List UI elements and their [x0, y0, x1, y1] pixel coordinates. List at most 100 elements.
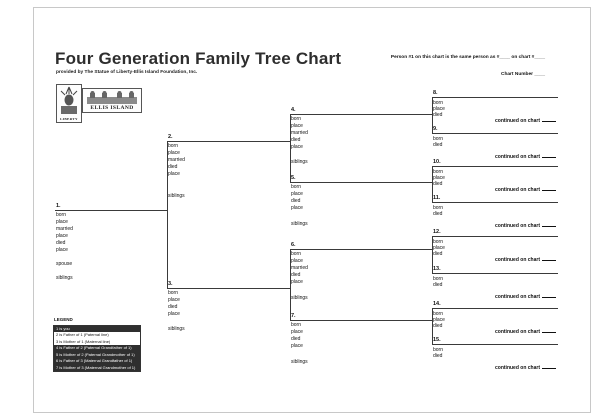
- blank-line: [542, 293, 556, 298]
- person-number: 9.: [433, 126, 438, 132]
- field-label: place: [291, 329, 303, 335]
- field-label: place: [291, 191, 303, 197]
- field-label: married: [291, 265, 308, 271]
- liberty-logo: LIBERTY: [56, 84, 82, 123]
- blank-line: [542, 364, 556, 369]
- field-label: born: [433, 100, 444, 106]
- field-label: died: [291, 336, 301, 342]
- ellis-island-building-icon: [87, 91, 137, 104]
- blank-line: [542, 153, 556, 158]
- extra-label: siblings: [291, 295, 308, 301]
- continued-label: continued on chart: [495, 187, 540, 193]
- person-number: 1.: [56, 203, 61, 209]
- field-label: died: [433, 323, 443, 329]
- legend-row: 6 is Father of 3 (Maternal Grandfather o…: [54, 358, 140, 365]
- field-label: died: [168, 164, 178, 170]
- bracket-parents: [167, 141, 168, 288]
- field-label: born: [433, 311, 444, 317]
- person-line: [432, 344, 558, 345]
- field-label: married: [56, 226, 73, 232]
- field-label: died: [433, 112, 443, 118]
- blank-line: [542, 328, 556, 333]
- person-number: 7.: [291, 313, 296, 319]
- person-line: [432, 236, 558, 237]
- liberty-logo-label: LIBERTY: [60, 117, 78, 121]
- extra-label: spouse: [56, 261, 73, 267]
- person-extras: siblings: [168, 326, 185, 340]
- continued-label: continued on chart: [495, 329, 540, 335]
- person-number: 11.: [433, 195, 441, 201]
- field-label: place: [291, 343, 303, 349]
- bracket-great-grandparents-8-9: [432, 97, 433, 133]
- field-label: died: [433, 282, 443, 288]
- person-line: [290, 320, 432, 321]
- field-label: born: [433, 169, 444, 175]
- person-extras: siblings: [291, 295, 308, 309]
- field-label: died: [168, 304, 178, 310]
- field-label: died: [433, 353, 443, 359]
- person-line: [432, 202, 558, 203]
- field-label: place: [168, 150, 180, 156]
- field-label: place: [168, 171, 180, 177]
- legend-row: 5 is Mother of 2 (Paternal Grandmother o…: [54, 351, 140, 359]
- person-number: 10.: [433, 159, 441, 165]
- person-number: 12.: [433, 229, 441, 235]
- field-label: died: [433, 251, 443, 257]
- field-label: place: [168, 297, 180, 303]
- person-number: 3.: [168, 281, 173, 287]
- field-label: place: [291, 144, 303, 150]
- person-line: [290, 114, 432, 115]
- field-label: born: [291, 251, 302, 257]
- field-label: place: [433, 317, 445, 323]
- bracket-paternal-grandparents: [290, 114, 291, 182]
- continued-note: continued on chart: [495, 256, 556, 263]
- person-line: [290, 182, 432, 183]
- legend-row: 1 is you: [54, 326, 140, 333]
- legend-row: 3 is Mother of 1 (Maternal line): [56, 338, 111, 344]
- continued-note: continued on chart: [495, 364, 556, 371]
- person-line: [55, 210, 167, 211]
- field-label: died: [291, 198, 301, 204]
- ellis-island-logo: ELLIS ISLAND: [82, 88, 142, 113]
- person-line: [432, 97, 558, 98]
- person-number: 6.: [291, 242, 296, 248]
- continued-label: continued on chart: [495, 365, 540, 371]
- blank-line: [542, 186, 556, 191]
- field-label: born: [433, 239, 444, 245]
- blank-line: [542, 222, 556, 227]
- legend-row: 7 is Mother of 3 (Maternal Grandmother o…: [54, 364, 140, 371]
- continued-note: continued on chart: [495, 222, 556, 229]
- continued-note: continued on chart: [495, 153, 556, 160]
- person-line: [432, 273, 558, 274]
- person-number: 4.: [291, 107, 296, 113]
- bracket-great-grandparents-10-11: [432, 166, 433, 202]
- extra-label: siblings: [168, 193, 185, 199]
- extra-label: siblings: [291, 159, 308, 165]
- field-label: place: [291, 279, 303, 285]
- field-label: born: [433, 276, 444, 282]
- extra-label: siblings: [291, 221, 308, 227]
- continued-label: continued on chart: [495, 223, 540, 229]
- person-extras: siblings: [168, 193, 185, 207]
- person-line: [432, 133, 558, 134]
- person-line: [290, 249, 432, 250]
- person-number: 15.: [433, 337, 441, 343]
- continued-label: continued on chart: [495, 257, 540, 263]
- person-line: [167, 288, 290, 289]
- extra-label: siblings: [291, 359, 308, 365]
- page-subtitle: provided by The Statue of Liberty-Ellis …: [56, 70, 198, 75]
- extra-label: siblings: [168, 326, 185, 332]
- ellis-island-logo-label: ELLIS ISLAND: [90, 105, 134, 111]
- person-number: 5.: [291, 175, 296, 181]
- field-label: born: [291, 322, 302, 328]
- person-number: 13.: [433, 266, 441, 272]
- continued-note: continued on chart: [495, 293, 556, 300]
- statue-of-liberty-icon: [60, 86, 78, 114]
